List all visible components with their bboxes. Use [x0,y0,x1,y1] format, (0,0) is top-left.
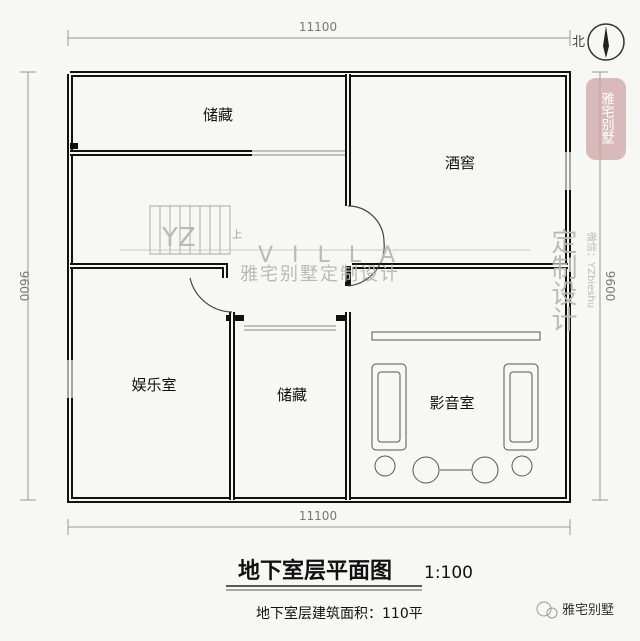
side-stool-right [511,455,533,477]
watermark-vertical-text: 定制设计 [547,228,577,332]
wall-outer-top-right [70,71,571,152]
door-swings [189,205,385,313]
watermark-villa: V I L L A [258,243,401,268]
dimension-bottom: 11100 [67,509,571,535]
watermark-wechat: 微信：YZbieshu [585,232,598,308]
watermark: YZ V I L L A 雅宅别墅定制设计 微信：YZbieshu [120,223,598,308]
dimension-right-label: 9600 [603,271,617,302]
room-label-wine-cellar: 酒窖 [445,154,475,172]
staircase: 上 [149,205,242,255]
wechat-logo-icon [536,601,552,617]
seal-stamp: 雅宅别墅 [586,78,626,160]
dimension-left-label: 9600 [17,271,31,302]
windows [67,152,571,398]
room-label-entertainment: 娱乐室 [131,376,176,394]
watermark-vertical: 定制设计 [547,228,577,332]
title-block: 地下室层平面图 1:100 地下室层建筑面积：110平 [226,558,473,622]
plan-area: 地下室层建筑面积：110平 [256,605,423,622]
room-label-storage-lower: 储藏 [277,386,307,404]
compass-needle-icon [603,26,609,58]
account-badge: 雅宅别墅 [536,601,614,619]
stair-up-label: 上 [232,229,242,241]
watermark-brand-letters: YZ [161,223,196,253]
interior-walls [70,74,568,500]
theater-furniture [371,331,541,484]
plan-title: 地下室层平面图 [238,558,392,584]
compass: 北 [572,23,625,61]
room-label-storage-upper: 储藏 [203,106,233,124]
sliding-doors [244,150,345,331]
armchair-left [412,456,440,484]
wall-outer-right-bottom [67,190,571,503]
watermark-cn: 雅宅别墅定制设计 [240,264,400,285]
compass-north-label: 北 [572,35,585,50]
seal-text: 雅宅别墅 [599,92,615,144]
compass-ring [587,23,625,61]
dimension-left: 9600 [17,71,36,501]
account-name: 雅宅别墅 [562,603,614,618]
tv-console [371,331,541,341]
armchair-right [471,456,499,484]
plan-scale: 1:100 [424,563,473,583]
sofa-right [503,363,539,451]
exterior-walls [67,71,571,503]
dimension-top: 11100 [67,20,571,46]
room-label-theater: 影音室 [429,394,474,412]
sofa-left [371,363,407,451]
dimension-bottom-label: 11100 [299,509,337,523]
door-swing-entertainment [189,277,233,313]
door-swing-cellar [347,205,385,287]
dimension-top-label: 11100 [299,20,337,34]
side-stool-left [374,455,396,477]
wall-stair-bottom [70,263,228,278]
